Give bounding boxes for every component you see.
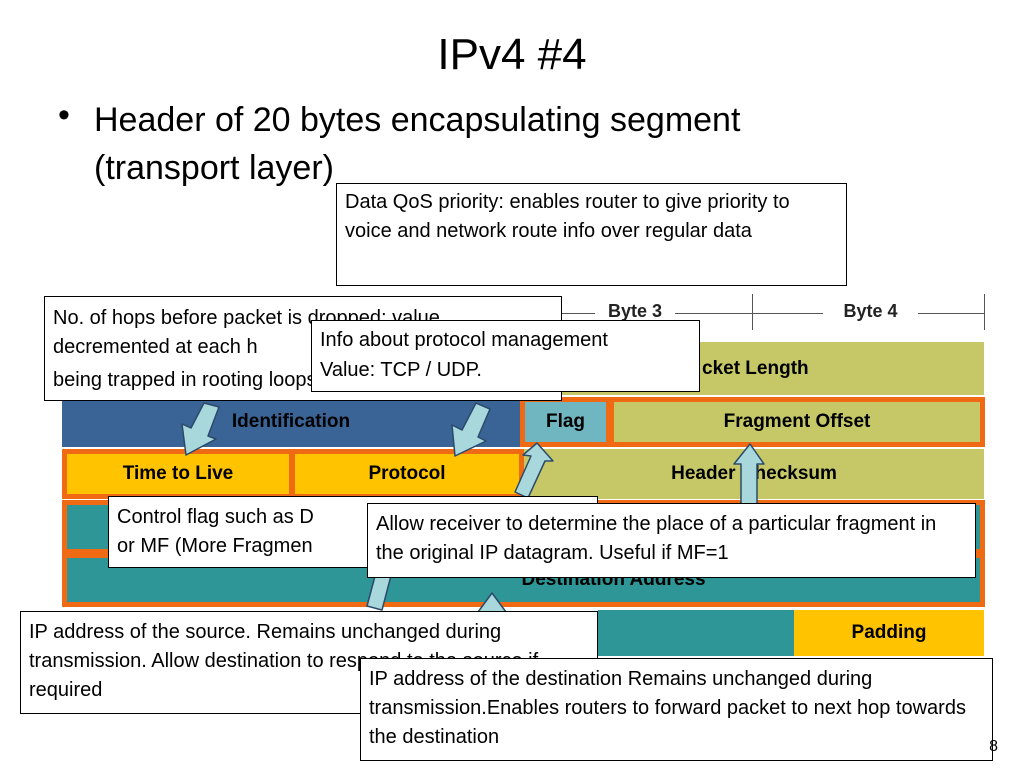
byte-ruler-tick — [752, 294, 753, 330]
field-protocol: Protocol — [290, 449, 524, 499]
callout-ttl-line2: decremented at each h — [53, 336, 258, 358]
callout-flag-line1: Control flag such as D — [117, 506, 314, 528]
callout-destination: IP address of the destination Remains un… — [360, 658, 993, 761]
callout-qos: Data QoS priority: enables router to giv… — [336, 183, 847, 286]
page-number: 8 — [989, 738, 998, 755]
callout-ttl-line3: being trapped in rooting loops — [53, 369, 317, 391]
field-flag-label: Flag — [545, 411, 586, 432]
callout-protocol: Info about protocol management Value: TC… — [311, 320, 700, 392]
arrow-up-flag-icon — [514, 442, 554, 499]
byte-3-label: Byte 3 — [607, 301, 663, 321]
callout-fragment-text: Allow receiver to determine the place of… — [376, 513, 937, 564]
bullet-marker: • — [58, 96, 70, 134]
field-flag: Flag — [520, 397, 611, 447]
bullet-text: Header of 20 bytes encapsulating segment… — [94, 101, 741, 187]
field-fragment-offset-label: Fragment Offset — [723, 411, 871, 432]
byte-ruler-line-left — [555, 313, 595, 314]
arrow-down-protocol-icon — [451, 402, 491, 457]
field-packet-length-label: cket Length — [702, 357, 809, 379]
arrow-down-ttl-icon — [181, 402, 220, 456]
byte-ruler-tick — [984, 294, 985, 330]
byte-ruler-line-right — [918, 313, 984, 314]
byte-4-label: Byte 4 — [843, 301, 898, 321]
field-padding-label: Padding — [851, 622, 927, 643]
callout-flag-line2: or MF (More Fragmen — [117, 535, 313, 557]
field-fragment-offset: Fragment Offset — [609, 397, 985, 447]
callout-qos-text: Data QoS priority: enables router to giv… — [345, 191, 790, 242]
field-padding: Padding — [794, 610, 984, 656]
field-time-to-live-label: Time to Live — [122, 463, 234, 484]
callout-protocol-line2: Value: TCP / UDP. — [320, 359, 482, 381]
callout-protocol-line1: Info about protocol management — [320, 329, 608, 351]
slide-title: IPv4 #4 — [437, 30, 587, 79]
field-identification-label: Identification — [231, 411, 351, 432]
field-options — [598, 610, 794, 656]
field-identification: Identification — [62, 397, 520, 447]
callout-fragment: Allow receiver to determine the place of… — [367, 503, 976, 578]
field-time-to-live: Time to Live — [62, 449, 294, 499]
callout-destination-text: IP address of the destination Remains un… — [369, 668, 966, 748]
byte-ruler-line-mid — [675, 313, 823, 314]
field-protocol-label: Protocol — [368, 463, 446, 484]
arrow-up-fragment-icon — [733, 443, 765, 507]
